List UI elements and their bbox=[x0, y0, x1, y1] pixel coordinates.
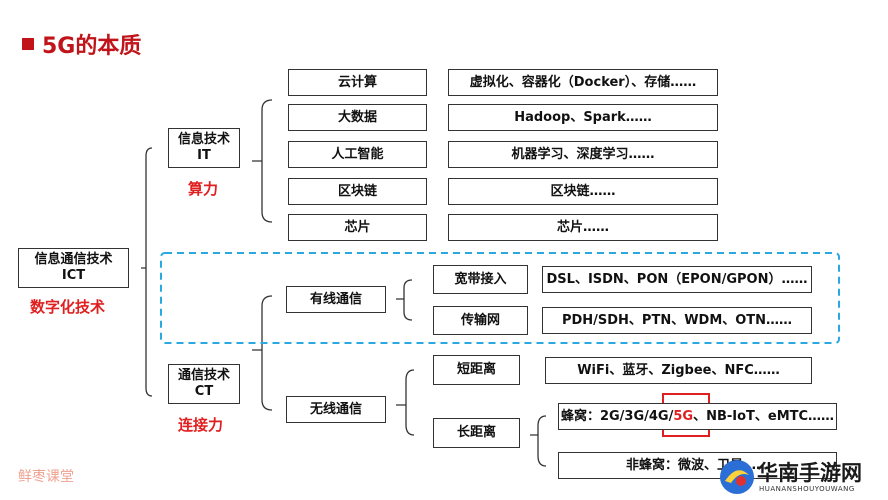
short-range-detail: WiFi、蓝牙、Zigbee、NFC…… bbox=[545, 357, 812, 384]
it-row-detail: 虚拟化、容器化（Docker）、存储…… bbox=[448, 69, 718, 96]
cellular-suffix: 、NB-IoT、eMTC…… bbox=[693, 408, 835, 424]
ct-label: 连接力 bbox=[178, 416, 224, 434]
logo-emblem-icon bbox=[720, 460, 754, 494]
it-line2: IT bbox=[197, 148, 211, 163]
it-row-name: 区块链 bbox=[288, 178, 427, 205]
wired-box: 有线通信 bbox=[286, 286, 386, 313]
wired-dashed-region bbox=[160, 252, 840, 344]
site-logo: 华南手游网 HUANANSHOUYOUWANG bbox=[715, 455, 885, 499]
long-range-box: 长距离 bbox=[433, 418, 520, 448]
it-row-detail: 芯片…… bbox=[448, 214, 718, 241]
it-row-name: 人工智能 bbox=[288, 141, 427, 168]
logo-subtext: HUANANSHOUYOUWANG bbox=[759, 485, 855, 493]
wireless-bracket bbox=[396, 369, 415, 436]
it-row-name: 芯片 bbox=[288, 214, 427, 241]
it-row-detail: Hadoop、Spark…… bbox=[448, 104, 718, 131]
cellular-5g: 5G bbox=[673, 408, 694, 424]
it-bracket bbox=[252, 99, 273, 223]
ct-line2: CT bbox=[194, 384, 214, 399]
ict-label: 数字化技术 bbox=[30, 298, 106, 316]
it-line1: 信息技术 bbox=[177, 132, 230, 147]
ct-bracket bbox=[252, 295, 273, 411]
wired-row-detail: PDH/SDH、PTN、WDM、OTN…… bbox=[542, 307, 812, 334]
ct-box: 通信技术 CT bbox=[168, 364, 240, 404]
wired-row-name: 宽带接入 bbox=[433, 265, 528, 294]
watermark-text: 鲜枣课堂 bbox=[18, 469, 74, 485]
cellular-prefix: 蜂窝：2G/3G/4G/ bbox=[560, 408, 674, 424]
it-row-name: 云计算 bbox=[288, 69, 427, 96]
it-row-detail: 区块链…… bbox=[448, 178, 718, 205]
wired-bracket bbox=[396, 279, 413, 321]
short-range-box: 短距离 bbox=[433, 355, 520, 385]
ict-box: 信息通信技术 ICT bbox=[18, 248, 129, 288]
page-title: 5G的本质 bbox=[42, 34, 142, 59]
it-row-name: 大数据 bbox=[288, 104, 427, 131]
root-bracket bbox=[141, 147, 153, 397]
ct-line1: 通信技术 bbox=[177, 368, 230, 383]
it-box: 信息技术 IT bbox=[168, 128, 240, 168]
wireless-box: 无线通信 bbox=[286, 396, 386, 423]
title-marker bbox=[22, 38, 34, 50]
long-bracket bbox=[530, 415, 547, 467]
logo-text: 华南手游网 bbox=[757, 461, 862, 485]
cellular-box: 蜂窝：2G/3G/4G/5G、NB-IoT、eMTC…… bbox=[558, 403, 837, 430]
wired-row-detail: DSL、ISDN、PON（EPON/GPON）…… bbox=[542, 266, 812, 293]
it-row-detail: 机器学习、深度学习…… bbox=[448, 141, 718, 168]
it-label: 算力 bbox=[188, 180, 219, 198]
wired-row-name: 传输网 bbox=[433, 306, 528, 335]
ict-line2: ICT bbox=[61, 268, 86, 283]
ict-line1: 信息通信技术 bbox=[34, 252, 113, 267]
